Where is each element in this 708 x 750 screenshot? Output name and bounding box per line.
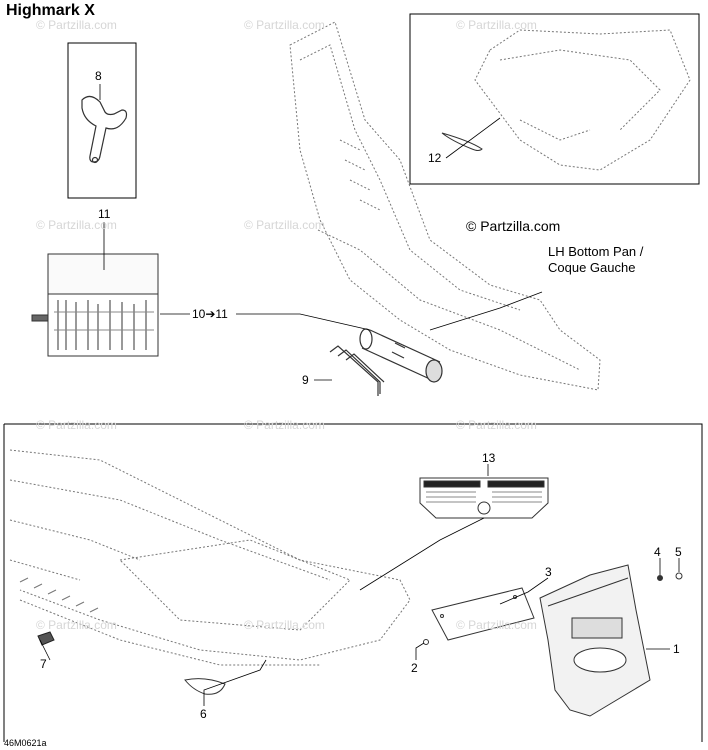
callout-7[interactable]: 7 bbox=[40, 657, 47, 671]
callout-4[interactable]: 4 bbox=[654, 545, 661, 559]
callout-5[interactable]: 5 bbox=[675, 545, 682, 559]
callout-1[interactable]: 1 bbox=[673, 642, 680, 656]
callout-13[interactable]: 13 bbox=[482, 451, 496, 465]
watermark: © Partzilla.com bbox=[244, 618, 325, 632]
watermark: © Partzilla.com bbox=[36, 218, 117, 232]
callout-2[interactable]: 2 bbox=[411, 661, 418, 675]
watermark: © Partzilla.com bbox=[36, 18, 117, 32]
wrench-illustration bbox=[81, 95, 128, 164]
part-note-line1: LH Bottom Pan / bbox=[548, 244, 644, 259]
callout-9[interactable]: 9 bbox=[302, 373, 309, 387]
part-note-line2: Coque Gauche bbox=[548, 260, 636, 275]
chassis-illustration bbox=[9, 449, 411, 666]
leader-lines bbox=[39, 84, 680, 706]
inset-frame bbox=[409, 13, 700, 185]
watermark: © Partzilla.com bbox=[456, 418, 537, 432]
snow-flap-illustration bbox=[539, 564, 651, 717]
tool-kit-illustration bbox=[31, 253, 159, 357]
page-title: Highmark X bbox=[6, 2, 95, 19]
brand-mark: © Partzilla.com bbox=[466, 218, 561, 234]
hardware-illustration bbox=[423, 572, 683, 645]
decal-illustration bbox=[419, 477, 549, 519]
watermark: © Partzilla.com bbox=[244, 18, 325, 32]
clip-illustration bbox=[37, 631, 55, 646]
watermark: © Partzilla.com bbox=[456, 618, 537, 632]
diagram-code: 46M0621a bbox=[4, 738, 47, 748]
callout-10-11[interactable]: 10➔11 bbox=[192, 307, 228, 321]
callout-3[interactable]: 3 bbox=[545, 565, 552, 579]
tool-roll-illustration bbox=[359, 328, 443, 383]
callout-6[interactable]: 6 bbox=[200, 707, 207, 721]
callout-11[interactable]: 11 bbox=[98, 207, 111, 221]
watermark: © Partzilla.com bbox=[244, 418, 325, 432]
watermark: © Partzilla.com bbox=[36, 418, 117, 432]
chassis-treads bbox=[19, 577, 99, 613]
watermark: © Partzilla.com bbox=[244, 218, 325, 232]
inset-part-illustration bbox=[474, 29, 691, 171]
wrench-frame bbox=[67, 42, 137, 199]
inset-strip-illustration bbox=[441, 132, 483, 151]
callout-8[interactable]: 8 bbox=[95, 69, 102, 83]
watermark: © Partzilla.com bbox=[456, 18, 537, 32]
hex-keys-illustration bbox=[329, 345, 385, 396]
skid-plate-illustration bbox=[184, 678, 226, 695]
callout-12[interactable]: 12 bbox=[428, 151, 442, 165]
watermark: © Partzilla.com bbox=[36, 618, 117, 632]
bottom-pan-illustration bbox=[289, 21, 601, 391]
lower-frame bbox=[3, 423, 703, 742]
